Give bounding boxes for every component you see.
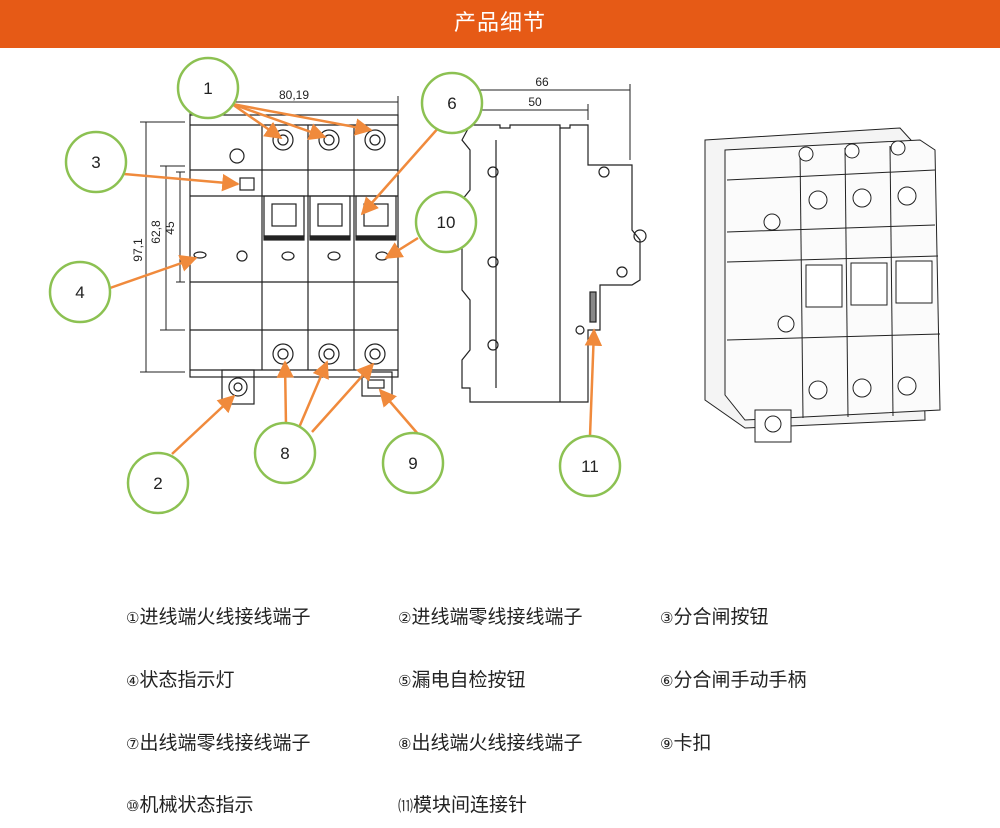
header-banner [0, 0, 1000, 48]
isometric-view [704, 127, 941, 443]
front-view [189, 114, 399, 405]
callout-label-1: 1 [203, 79, 212, 98]
callout-2 [126, 451, 190, 515]
legend-text: 进线端火线接线端子 [139, 606, 311, 628]
legend-marker: ⑤ [398, 672, 412, 690]
legend-item: ①进线端火线接线端子 [126, 602, 310, 629]
legend: ①进线端火线接线端子 ②进线端零线接线端子 ③分合闸按钮 ④状态指示灯 ⑤漏电自… [0, 580, 1000, 828]
callout-4 [48, 260, 112, 324]
legend-marker: ⑩ [126, 797, 140, 815]
legend-text: 分合闸按钮 [673, 606, 769, 628]
legend-marker: ③ [660, 609, 674, 627]
legend-item: ⑧出线端火线接线端子 [398, 728, 582, 755]
legend-item: ④状态指示灯 [126, 665, 234, 692]
legend-text: 机械状态指示 [139, 794, 254, 816]
callout-1 [176, 56, 240, 120]
callout-9 [381, 431, 445, 495]
legend-item: ⑦出线端零线接线端子 [126, 728, 310, 755]
legend-text: 出线端火线接线端子 [411, 732, 583, 754]
legend-text: 进线端零线接线端子 [411, 606, 583, 628]
legend-text: 漏电自检按钮 [411, 669, 526, 691]
legend-text: 分合闸手动手柄 [673, 669, 807, 691]
legend-item: ⑨卡扣 [660, 728, 711, 755]
side-dimensions [469, 84, 631, 160]
legend-marker: ⑾ [398, 797, 414, 815]
legend-marker: ⑦ [126, 735, 140, 753]
dimension-height-mid: 62,8 [149, 220, 163, 244]
callout-6 [420, 71, 484, 135]
callout-label-4: 4 [75, 283, 84, 302]
product-diagram: 80,19 97,1 62,8 45 66 50 [48, 56, 941, 515]
callout-8 [253, 421, 317, 485]
callout-circles [48, 56, 622, 515]
legend-text: 模块间连接针 [413, 794, 528, 816]
dimension-width: 80,19 [279, 88, 309, 102]
dimension-depth-66: 66 [535, 75, 549, 89]
legend-marker: ① [126, 609, 140, 627]
legend-item: ⑩机械状态指示 [126, 790, 253, 817]
legend-item: ⑤漏电自检按钮 [398, 665, 525, 692]
callout-11 [558, 434, 622, 498]
callout-label-11: 11 [581, 457, 599, 476]
callout-arrows [109, 102, 603, 455]
callout-label-2: 2 [153, 474, 162, 493]
legend-text: 出线端零线接线端子 [139, 732, 311, 754]
callout-label-6: 6 [447, 94, 456, 113]
callout-10 [414, 190, 478, 254]
callout-3 [64, 130, 128, 194]
side-view [461, 124, 647, 403]
callout-label-9: 9 [408, 454, 417, 473]
dimension-depth-50: 50 [528, 95, 542, 109]
legend-item: ⑾模块间连接针 [398, 790, 527, 817]
legend-text: 状态指示灯 [139, 669, 235, 691]
legend-marker: ④ [126, 672, 140, 690]
callout-label-8: 8 [280, 444, 289, 463]
legend-marker: ⑨ [660, 735, 674, 753]
callout-label-3: 3 [91, 153, 100, 172]
legend-marker: ⑥ [660, 672, 674, 690]
legend-marker: ② [398, 609, 412, 627]
page-title: 产品细节 [453, 11, 546, 36]
legend-item: ②进线端零线接线端子 [398, 602, 582, 629]
legend-item: ③分合闸按钮 [660, 602, 768, 629]
callout-label-10: 10 [437, 213, 456, 232]
legend-marker: ⑧ [398, 735, 412, 753]
dimension-height-inner: 45 [163, 221, 177, 235]
screw-icon [272, 129, 386, 365]
dimension-height-total: 97,1 [131, 238, 145, 262]
legend-text: 卡扣 [673, 732, 712, 754]
legend-item: ⑥分合闸手动手柄 [660, 665, 806, 692]
